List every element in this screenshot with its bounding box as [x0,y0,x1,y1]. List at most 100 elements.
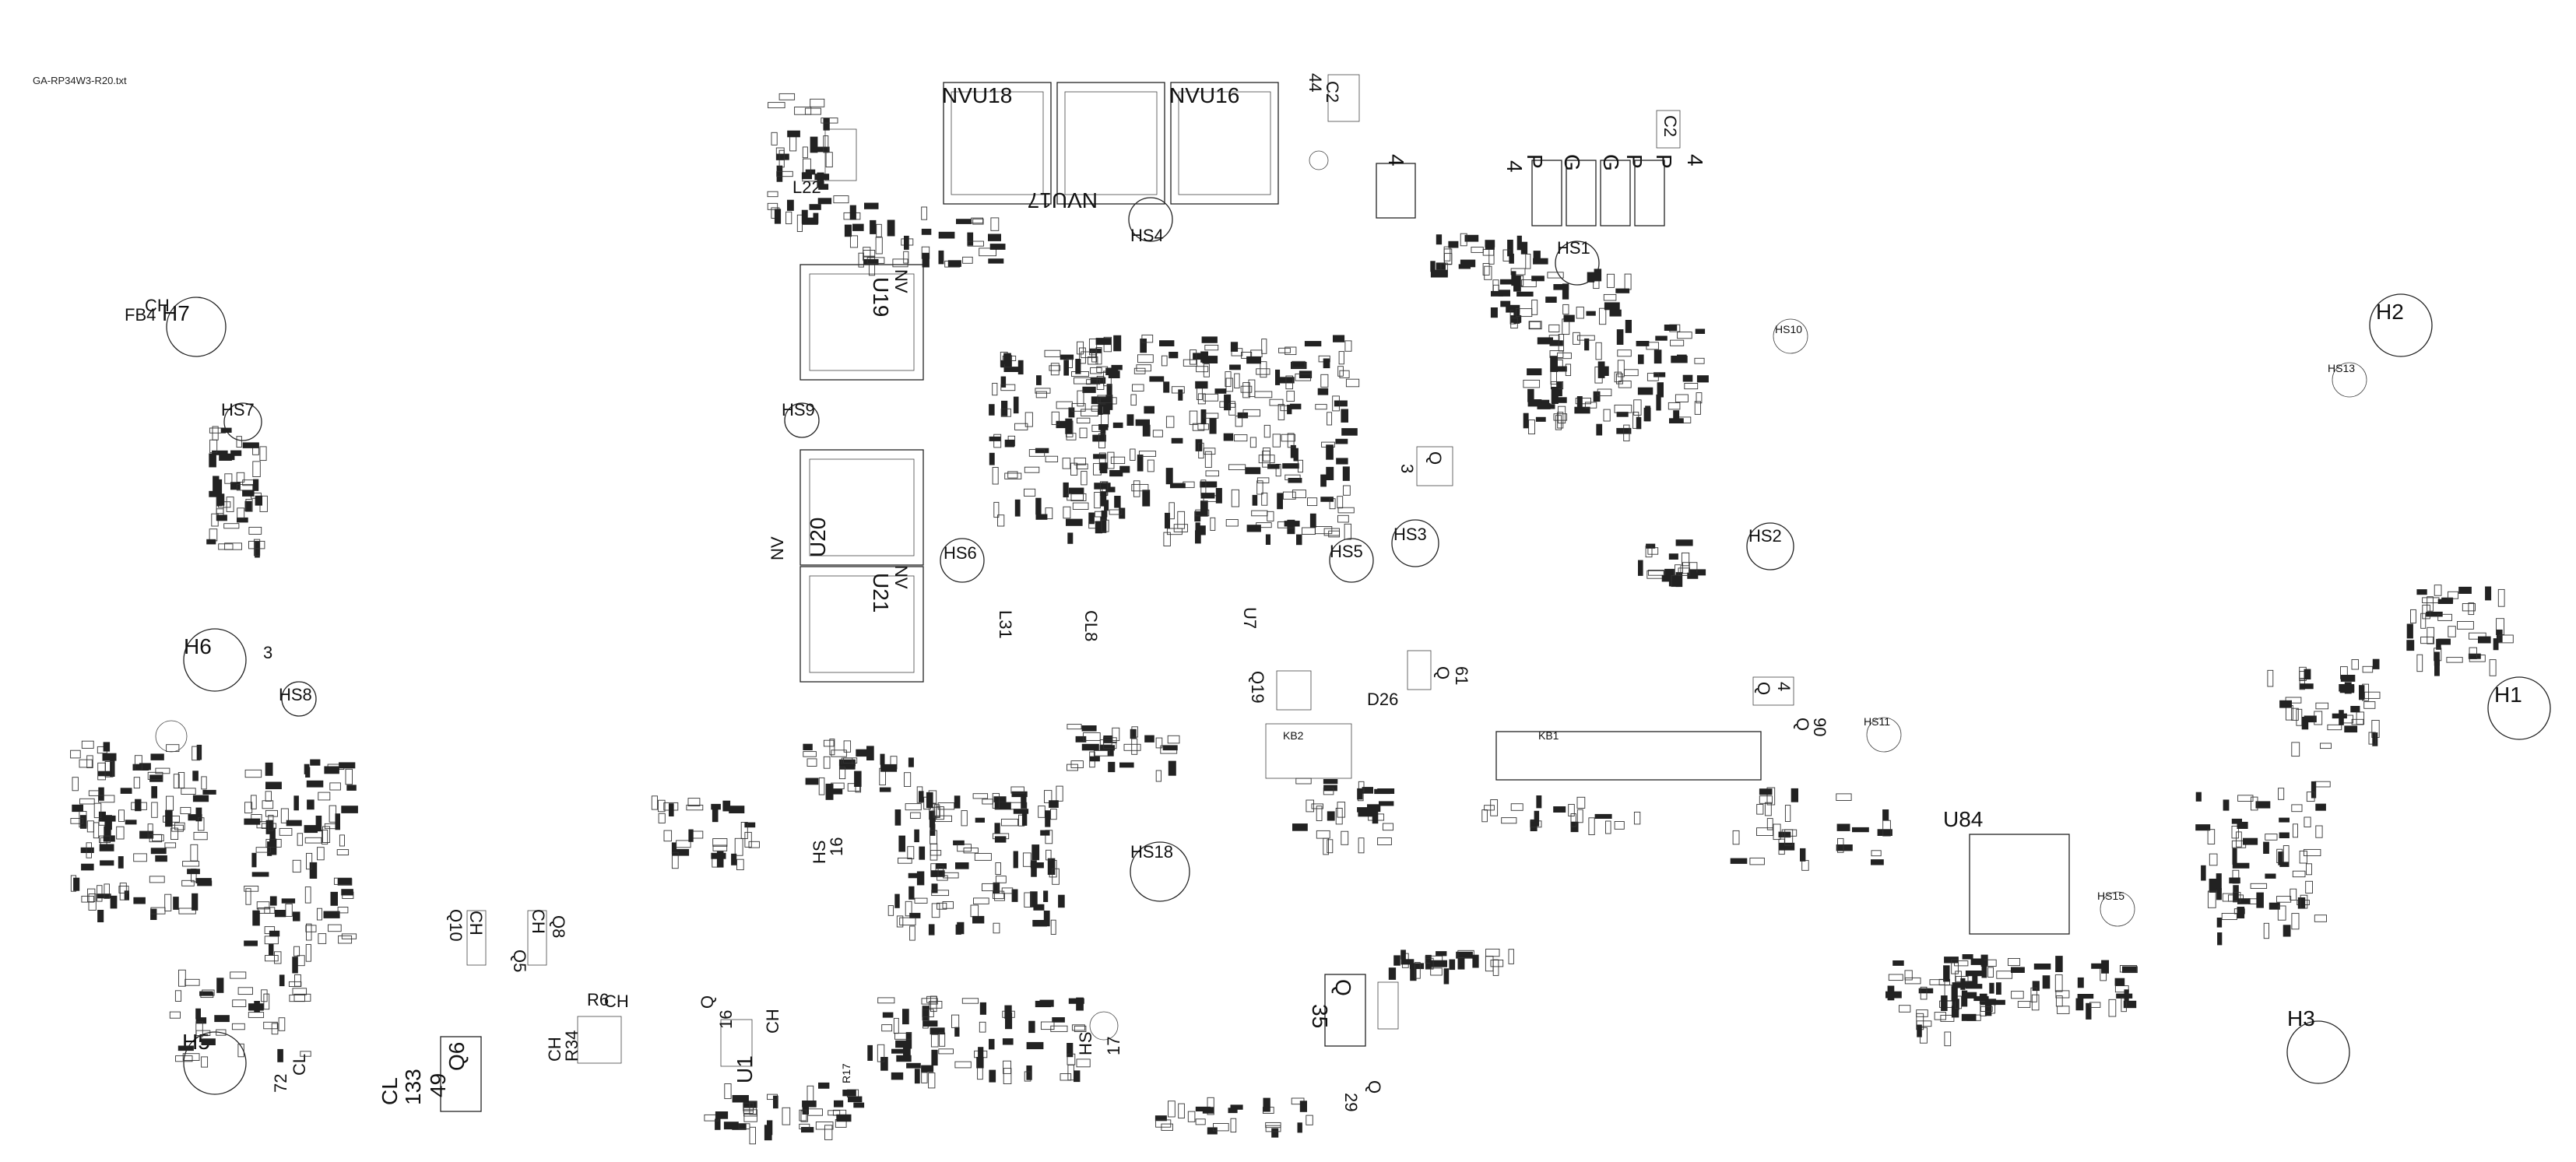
smd-pad [1357,807,1372,813]
smd-pad [1035,388,1051,394]
smd-pad [1204,451,1212,468]
chip-nvu17[interactable]: NVU17 [1028,82,1165,212]
smd-pad [938,1048,954,1055]
smd-pad [1114,496,1121,508]
heatsink-hs18[interactable]: HS18 [1130,841,1190,902]
heatsink-hs10[interactable]: HS10 [1773,318,1808,354]
chip-u20[interactable]: U20 NV [768,449,924,566]
transistor-q3[interactable]: Q 3 [1397,446,1453,486]
hole-h2[interactable]: H2 [2369,293,2433,357]
smd-pad [854,771,862,787]
smd-pad [81,895,94,903]
l22-group[interactable]: L22 [792,128,857,197]
smd-pad [992,792,1000,809]
chip-u1[interactable]: U1 [720,1019,757,1083]
hole-h3[interactable]: H3 [2286,1006,2350,1084]
smd-pad [1094,492,1101,509]
resistor-r34-r6[interactable]: R6 R34 CH CH [545,990,629,1064]
inductor-p5[interactable]: G P [1599,154,1646,226]
chip-u7[interactable]: U7 [1240,607,1260,629]
smd-pad [72,804,83,813]
smd-pad [2344,725,2358,733]
transistor-q29[interactable]: Q 29 [1341,1080,1384,1111]
smd-pad [905,900,912,917]
r17-mark[interactable]: R17 [840,1063,852,1083]
chip-nvu18[interactable]: NVU18 [942,82,1052,205]
heatsink-hs3[interactable]: HS3 [1391,519,1439,567]
smd-pad [1871,850,1882,857]
smd-pad [1229,364,1241,370]
smd-pad [858,252,864,268]
transistor-q19[interactable]: Q19 [1248,670,1312,711]
smd-pad [1289,403,1302,409]
smd-pad [293,795,299,811]
cl72-group[interactable]: CL 72 [271,1054,309,1093]
inductor-c[interactable]: P 4 [1634,154,1707,226]
smd-pad [104,761,114,778]
transistor-q10-q6[interactable]: CH Q10 CH Q8 Q5 [446,909,568,972]
heatsink-hs11[interactable]: HS11 [1864,715,1902,753]
hs17-mark[interactable]: HS 17 [1076,1011,1123,1055]
heatsink-hs8[interactable]: HS8 [279,681,317,717]
chip-nvu16[interactable]: NVU16 [1169,82,1279,205]
hole-h7-label: H7 [162,301,190,325]
heatsink-hs2[interactable]: HS2 [1746,522,1794,570]
svg-text:C2: C2 [1661,115,1680,137]
smd-pad [1335,807,1343,825]
smd-pad [169,1011,181,1019]
smd-pad [919,791,924,802]
smd-pad [1131,738,1138,755]
heatsink-hs7[interactable]: HS7 [221,400,262,441]
heatsink-hs1[interactable]: HS1 [1555,238,1600,286]
heatsink-hs13[interactable]: HS13 [2328,362,2367,398]
smd-pad [2283,845,2290,863]
smd-pad [1136,364,1151,372]
heatsink-hs4[interactable]: HS4 [1128,197,1173,245]
chip-u21[interactable]: U21 NV [800,565,924,683]
smd-pad [341,933,357,939]
svg-text:61: 61 [1452,666,1471,685]
smd-pad [1616,412,1629,417]
hole-h1[interactable]: H1 [2487,676,2551,740]
heatsink-hs15[interactable]: HS15 [2097,890,2135,927]
smd-pad [1245,467,1261,475]
hole-h6[interactable]: H6 [183,628,247,692]
smd-pad [88,790,100,796]
heatsink-hs6[interactable]: HS6 [940,538,985,583]
capacitor-c2[interactable]: C2 [1656,110,1681,149]
smd-pad [1043,890,1049,902]
inductor-p4[interactable]: 4 P [1502,154,1562,226]
connector-kb1[interactable]: KB1 [1495,729,1762,781]
smd-pad [930,1034,939,1048]
inductor-p6[interactable]: G [1560,154,1597,226]
smd-pad [1013,396,1019,414]
chip-u84[interactable]: U84 [1943,807,2070,935]
smd-pad [1917,1024,1922,1037]
capacitor-c44[interactable]: C2 44 [1306,73,1360,122]
svg-text:NVU16: NVU16 [1169,83,1239,107]
smd-pad [265,955,279,962]
hs16-mark[interactable]: HS 16 [810,837,846,864]
heatsink-hs9[interactable]: HS9 [782,400,820,438]
smd-pad [1263,424,1270,438]
cl8-l31-group[interactable]: CL8 L31 [996,610,1101,641]
connector-kb2[interactable]: KB2 [1265,723,1352,779]
diode-d26[interactable]: D26 [1367,650,1432,709]
heatsink-hs5[interactable]: HS5 [1329,538,1374,583]
transistor-q61[interactable]: Q 61 [1433,666,1471,685]
smd-pad [2420,613,2427,629]
transistor-q35[interactable]: Q 35 [1308,974,1399,1047]
smd-pad [1204,345,1219,351]
smd-pad [716,851,724,868]
transistor-q6-group[interactable]: Q6 49 133 CL [378,1036,482,1112]
smd-pad [304,837,322,844]
smd-pad [1098,405,1103,415]
smd-pad [1304,341,1322,347]
inductor-c24[interactable]: 4 [1376,154,1416,219]
chip-u19[interactable]: U19 NV [800,264,924,381]
q16-ch-group[interactable]: Q 16 CH [698,995,782,1034]
transistor-q-right[interactable]: Q 4 Q 90 [1752,676,1829,736]
smd-pad [914,1069,920,1084]
hole-h7[interactable]: H7 CH FB4 [125,296,227,357]
smd-pad [844,224,852,237]
